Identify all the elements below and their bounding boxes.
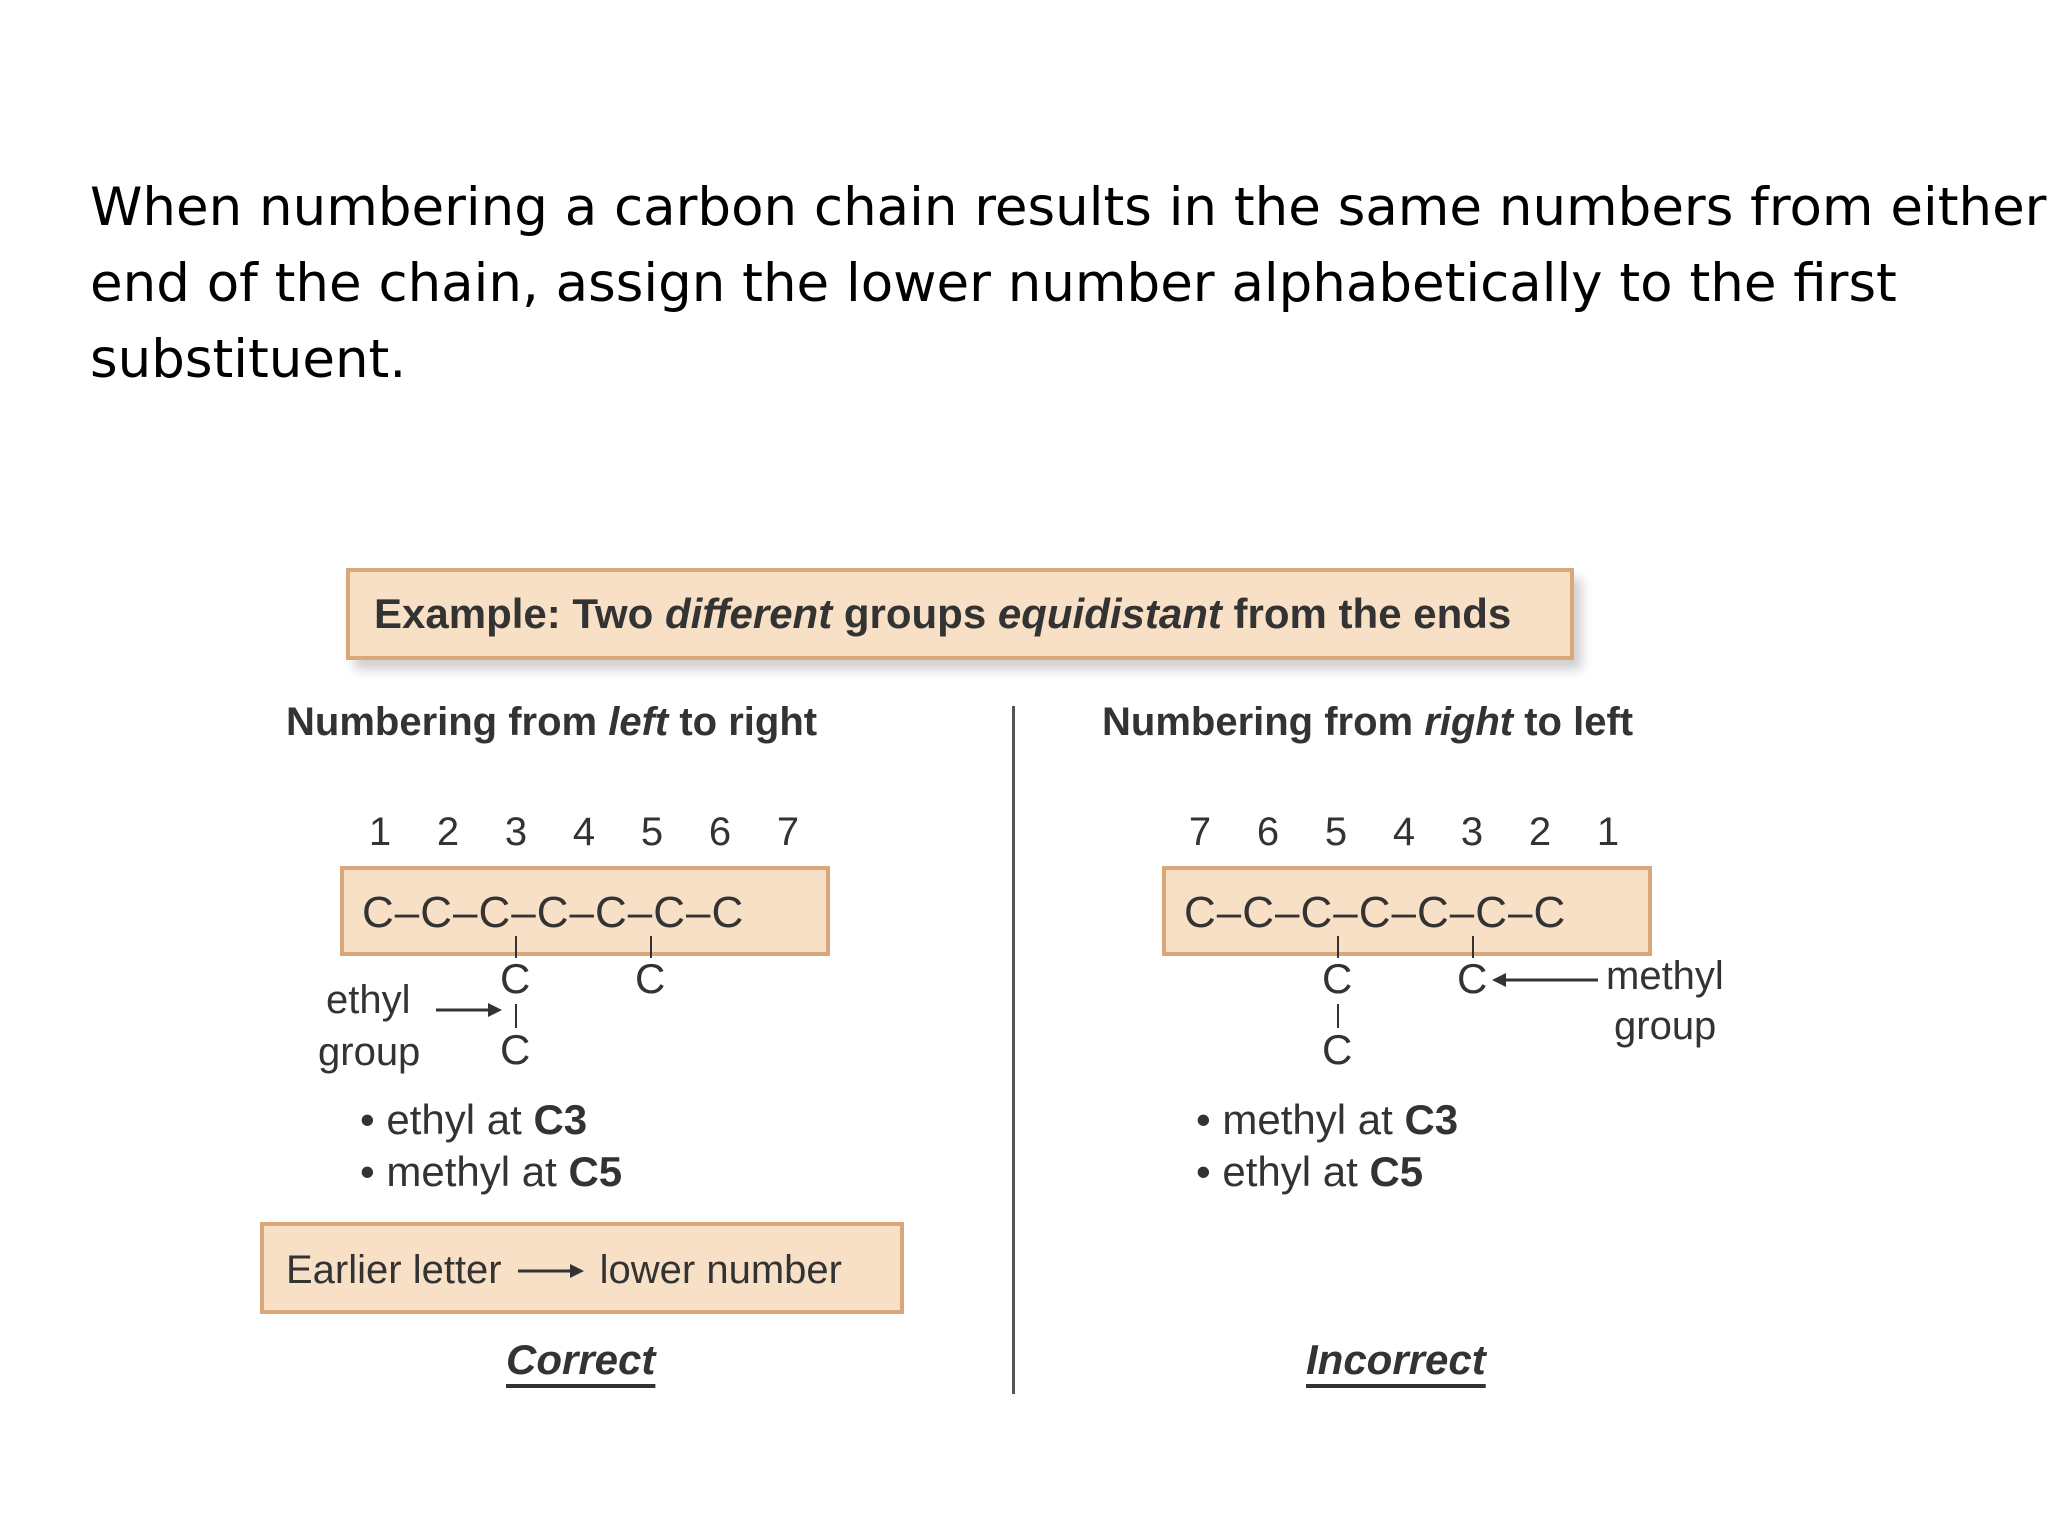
left-number: 3 bbox=[504, 810, 528, 854]
example-text: Example: Two different groups equidistan… bbox=[374, 590, 1511, 638]
right-number: 2 bbox=[1528, 810, 1552, 854]
right-heading-suffix: to left bbox=[1513, 700, 1634, 744]
rule-note-right: lower number bbox=[599, 1248, 842, 1292]
left-heading: Numbering from left to right bbox=[286, 700, 817, 745]
left-heading-suffix: to right bbox=[668, 700, 818, 744]
example-prefix: Example: Two bbox=[374, 590, 665, 637]
left-chain-box: C–C–C–C–C–C–C bbox=[340, 866, 830, 956]
right-bullet-2-text: • ethyl at bbox=[1196, 1148, 1370, 1195]
right-carbon-chain: C–C–C–C–C–C–C bbox=[1184, 888, 1567, 937]
example-middle: groups bbox=[832, 590, 998, 637]
slide-text-line-1: When numbering a carbon chain results in… bbox=[90, 177, 2047, 238]
right-bullet-1-position: C3 bbox=[1404, 1096, 1459, 1143]
right-c3-sub-carbon: C bbox=[1457, 955, 1488, 1002]
left-c3-bond bbox=[515, 936, 517, 958]
left-ethyl-carbon: C bbox=[500, 1026, 531, 1073]
slide-body-text: When numbering a carbon chain results in… bbox=[90, 170, 2047, 398]
left-heading-em: left bbox=[608, 700, 669, 744]
left-number: 7 bbox=[776, 810, 800, 854]
left-number: 4 bbox=[572, 810, 596, 854]
right-c5-bond bbox=[1337, 936, 1339, 958]
left-numbers: 1 2 3 4 5 6 7 bbox=[346, 810, 822, 855]
rule-note: Earlier letter lower number bbox=[286, 1248, 842, 1293]
left-group-label: group bbox=[318, 1030, 421, 1074]
right-bullets: • methyl at C3 • ethyl at C5 bbox=[1196, 1094, 1458, 1198]
left-number: 2 bbox=[436, 810, 460, 854]
slide-text-line-3: substituent. bbox=[90, 329, 407, 390]
left-bullet-2-text: • methyl at bbox=[360, 1148, 569, 1195]
right-bullet-2: • ethyl at C5 bbox=[1196, 1146, 1458, 1198]
right-number: 7 bbox=[1188, 810, 1212, 854]
left-number: 1 bbox=[368, 810, 392, 854]
right-bullet-1: • methyl at C3 bbox=[1196, 1094, 1458, 1146]
left-bullets: • ethyl at C3 • methyl at C5 bbox=[360, 1094, 622, 1198]
right-number: 3 bbox=[1460, 810, 1484, 854]
example-suffix: from the ends bbox=[1221, 590, 1512, 637]
left-number: 5 bbox=[640, 810, 664, 854]
rule-note-left: Earlier letter bbox=[286, 1248, 502, 1292]
right-number: 6 bbox=[1256, 810, 1280, 854]
right-number: 1 bbox=[1596, 810, 1620, 854]
left-c3-sub-carbon: C bbox=[500, 955, 531, 1002]
panel-divider bbox=[1012, 706, 1015, 1394]
left-heading-prefix: Numbering from bbox=[286, 700, 609, 744]
example-banner: Example: Two different groups equidistan… bbox=[346, 568, 1574, 660]
left-bullet-2-position: C5 bbox=[568, 1148, 623, 1195]
right-chain-box: C–C–C–C–C–C–C bbox=[1162, 866, 1652, 956]
right-number: 4 bbox=[1392, 810, 1416, 854]
right-c5-sub-carbon: C bbox=[1322, 955, 1353, 1002]
left-c5-bond bbox=[650, 936, 652, 958]
right-c3-bond bbox=[1472, 936, 1474, 958]
left-carbon-chain: C–C–C–C–C–C–C bbox=[362, 888, 745, 937]
left-bullet-1: • ethyl at C3 bbox=[360, 1094, 622, 1146]
right-heading: Numbering from right to left bbox=[1102, 700, 1633, 745]
right-ethyl-carbon: C bbox=[1322, 1026, 1353, 1073]
verdict-correct: Correct bbox=[506, 1336, 656, 1383]
left-bullet-1-position: C3 bbox=[533, 1096, 588, 1143]
left-c5-sub-carbon: C bbox=[635, 955, 666, 1002]
right-bullet-2-position: C5 bbox=[1369, 1148, 1424, 1195]
right-group-label: group bbox=[1614, 1004, 1717, 1048]
right-arrow-icon bbox=[517, 1263, 584, 1278]
left-bullet-2: • methyl at C5 bbox=[360, 1146, 622, 1198]
verdict-incorrect: Incorrect bbox=[1306, 1336, 1486, 1383]
right-number: 5 bbox=[1324, 810, 1348, 854]
right-heading-em: right bbox=[1424, 700, 1514, 744]
right-methyl-label: methyl bbox=[1606, 954, 1724, 998]
left-ethyl-arrow-icon bbox=[436, 1003, 502, 1017]
slide-text-line-2: end of the chain, assign the lower numbe… bbox=[90, 253, 1897, 314]
right-numbers: 7 6 5 4 3 2 1 bbox=[1166, 810, 1642, 855]
left-bullet-1-text: • ethyl at bbox=[360, 1096, 534, 1143]
right-heading-prefix: Numbering from bbox=[1102, 700, 1425, 744]
example-em-equidistant: equidistant bbox=[997, 590, 1222, 637]
left-ethyl-label: ethyl bbox=[326, 978, 411, 1022]
left-arrow-icon bbox=[1492, 973, 1598, 987]
right-bullet-1-text: • methyl at bbox=[1196, 1096, 1405, 1143]
left-number: 6 bbox=[708, 810, 732, 854]
rule-note-box: Earlier letter lower number bbox=[260, 1222, 904, 1314]
example-em-different: different bbox=[664, 590, 833, 637]
left-ethyl-bond bbox=[515, 1004, 517, 1028]
right-ethyl-bond bbox=[1337, 1004, 1339, 1028]
